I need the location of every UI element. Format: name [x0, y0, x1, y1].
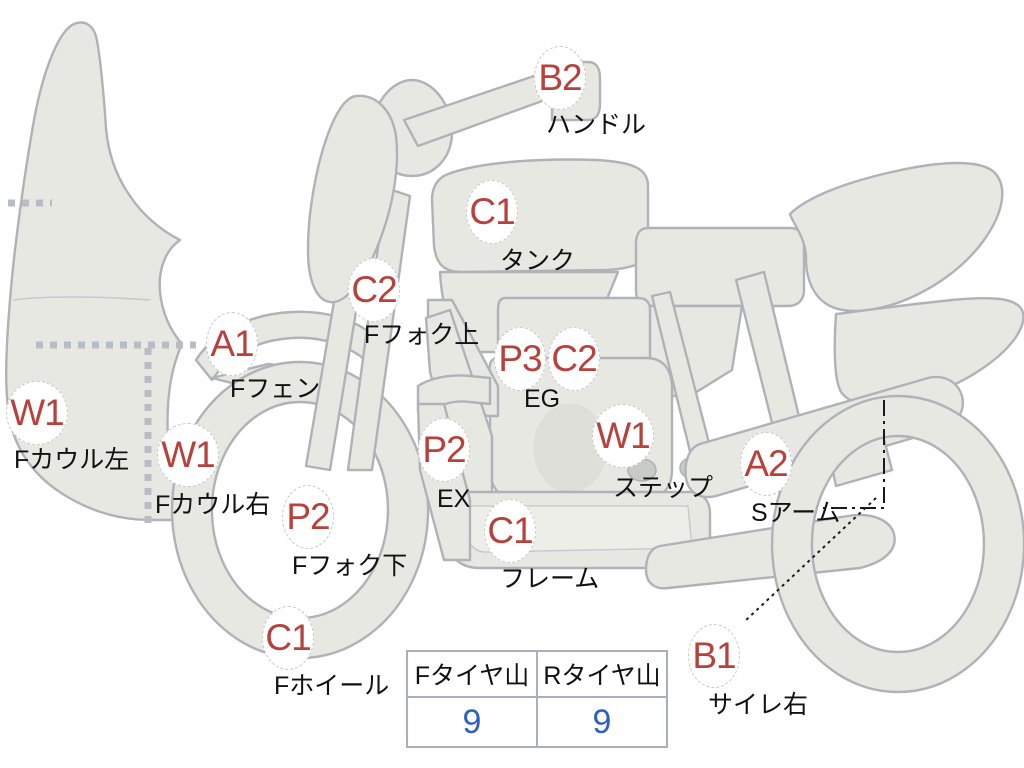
marker-C2-engine[interactable]: C2 [548, 327, 600, 391]
marker-B2-handle[interactable]: B2 [534, 46, 586, 110]
caption-frame: フレーム [500, 565, 600, 593]
caption-tank: タンク [500, 247, 576, 275]
table-header-rear-tire: Rタイヤ山 [536, 650, 668, 698]
table-header-front-tire: Fタイヤ山 [406, 650, 538, 698]
marker-W1-front-cowl-right[interactable]: W1 [157, 423, 219, 487]
silencer-leader-line [743, 497, 877, 623]
marker-C1-frame[interactable]: C1 [484, 499, 536, 563]
caption-front-fork-upper: Fフォク上 [364, 321, 480, 349]
upper-cowl-wing [306, 94, 399, 304]
table-value-row: 9 9 [406, 696, 668, 748]
marker-P2-exhaust[interactable]: P2 [418, 418, 470, 482]
caption-front-cowl-left: Fカウル左 [14, 446, 130, 474]
marker-B1-silencer-right[interactable]: B1 [688, 624, 740, 688]
caption-exhaust: EX [437, 485, 471, 513]
caption-engine: EG [524, 385, 561, 413]
tire-tread-table: Fタイヤ山 Rタイヤ山 9 9 [406, 650, 668, 748]
marker-C2-front-fork-upper[interactable]: C2 [348, 258, 400, 322]
fork-tube-right [346, 186, 412, 472]
marker-C1-tank[interactable]: C1 [466, 180, 518, 244]
caption-step: ステップ [613, 474, 714, 502]
muffler [644, 513, 896, 590]
table-value-front-tire[interactable]: 9 [406, 696, 538, 748]
caption-handle: ハンドル [546, 111, 647, 139]
tail-cowl [788, 161, 1004, 313]
cowl-inner-seam [13, 296, 151, 301]
marker-W1-step[interactable]: W1 [592, 404, 654, 468]
caption-swingarm: Sアーム [751, 499, 841, 527]
table-header-row: Fタイヤ山 Rタイヤ山 [406, 650, 668, 698]
table-value-rear-tire[interactable]: 9 [536, 696, 668, 748]
caption-front-fork-lower: Fフォク下 [292, 552, 408, 580]
marker-A2-swingarm[interactable]: A2 [740, 432, 792, 496]
marker-A1-front-fender[interactable]: A1 [206, 312, 258, 376]
rear-centerline [820, 400, 885, 509]
marker-C1-front-wheel[interactable]: C1 [262, 606, 314, 670]
caption-silencer-right: サイレ右 [708, 691, 809, 719]
rear-fender-upper [833, 296, 1024, 407]
cowl-divider-lines [8, 199, 196, 524]
caption-front-fender: Fフェン [230, 375, 321, 403]
marker-W1-front-cowl-left[interactable]: W1 [6, 381, 68, 445]
marker-P2-front-fork-lower[interactable]: P2 [282, 485, 334, 549]
caption-front-cowl-right: Fカウル右 [155, 491, 271, 519]
caption-front-wheel: Fホイール [274, 672, 390, 700]
marker-P3-engine[interactable]: P3 [494, 327, 546, 391]
